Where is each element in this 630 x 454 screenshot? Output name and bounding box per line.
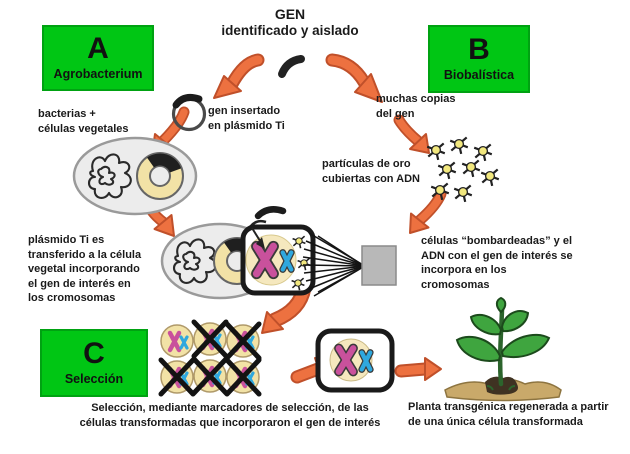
bacterium-cell-icon — [72, 136, 198, 216]
selection-cells-icon — [161, 322, 259, 394]
arrow-selected-to-plant — [394, 357, 442, 381]
label-seleccion-caption: Selección, mediante marcadores de selecc… — [79, 402, 381, 429]
plasmid-icon — [171, 94, 207, 132]
gold-particles-icon — [426, 136, 500, 203]
plant-cell-icon — [240, 224, 316, 296]
arrow-gen-to-copies — [325, 53, 383, 103]
arrow-gen-to-plasmid — [213, 53, 265, 99]
method-box-c: C Selección — [40, 329, 148, 397]
rejected-cell-icon — [194, 322, 226, 356]
diagram-title: GEN — [274, 6, 306, 22]
label-plasmido-ti: plásmido Ti es transferido a la célula v… — [28, 234, 142, 304]
gene-gun-icon — [302, 232, 397, 297]
method-a-label: Agrobacterium — [53, 67, 143, 81]
label-bombardeadas: células “bombardeadas” y el ADN con el g… — [421, 235, 573, 291]
method-box-a: A Agrobacterium — [42, 25, 154, 91]
method-b-label: Biobalística — [443, 68, 515, 82]
method-c-label: Selección — [64, 372, 124, 386]
arrow-particles-to-gun — [409, 188, 447, 234]
arrow-copies-to-particles — [393, 114, 430, 154]
rejected-cell-icon — [194, 359, 226, 393]
label-planta-caption: Planta transgénica regenerada a partir d… — [408, 401, 609, 428]
selected-cell-icon — [315, 328, 395, 393]
method-a-letter: A — [87, 32, 109, 65]
rejected-cell-icon — [227, 360, 259, 394]
label-bacterias: bacterias + células vegetales — [38, 108, 129, 135]
rejected-cell-icon — [227, 324, 259, 358]
label-muchas-copias: muchas copias del gen — [376, 93, 456, 120]
rejected-cell-icon — [161, 360, 193, 394]
label-gen-insertado: gen insertado en plásmido Ti — [208, 105, 285, 132]
plant-icon — [444, 296, 562, 402]
gene-icon — [278, 55, 305, 78]
method-c-letter: C — [83, 337, 105, 370]
label-particulas: partículas de oro cubiertas con ADN — [322, 158, 421, 185]
method-b-letter: B — [468, 33, 490, 66]
method-box-b: B Biobalística — [428, 25, 530, 93]
diagram-subtitle: identificado y aislado — [221, 23, 359, 38]
